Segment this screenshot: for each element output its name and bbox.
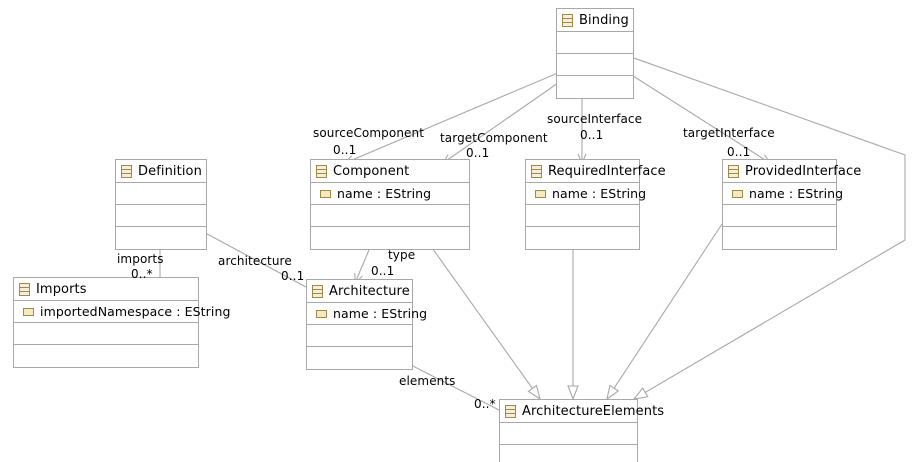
class-extra-compartment <box>116 227 206 249</box>
eattribute-icon <box>320 189 331 198</box>
eclass-icon <box>19 282 30 296</box>
edge-targetInterface <box>618 66 772 164</box>
class-extra-compartment <box>526 227 639 249</box>
attribute-label: name : EString <box>333 306 428 321</box>
class-operations-compartment <box>311 205 469 227</box>
class-attributes-compartment <box>557 32 633 54</box>
class-attributes-compartment <box>116 183 206 205</box>
edge-generalization-binding <box>632 57 906 400</box>
class-operations-compartment <box>500 445 637 462</box>
edge-role-label-imports: imports <box>117 252 164 266</box>
edge-generalization-component <box>414 223 541 401</box>
class-operations-compartment <box>116 205 206 227</box>
edge-multiplicity-architecture: 0..1 <box>281 269 305 283</box>
edge-multiplicity-imports: 0..* <box>131 267 153 281</box>
class-title-row: Component <box>311 160 469 183</box>
eclass-icon <box>562 13 573 27</box>
eclass-icon <box>531 164 542 178</box>
edge-role-label-type: type <box>388 248 416 262</box>
edge-multiplicity-type: 0..1 <box>371 264 395 278</box>
edge-multiplicity-sourceInterface: 0..1 <box>580 128 604 142</box>
class-node-component[interactable]: Component name : EString <box>310 159 470 250</box>
eclass-icon <box>505 404 516 418</box>
class-node-providedinterface[interactable]: ProvidedInterface name : EString <box>722 159 861 250</box>
class-title-row: ArchitectureElements <box>500 400 664 423</box>
eclass-icon <box>121 164 132 178</box>
edge-role-label-architecture: architecture <box>218 254 292 268</box>
edge-sourceComponent <box>343 66 573 164</box>
edge-role-label-targetComponent: targetComponent <box>440 131 548 145</box>
class-node-requiredinterface[interactable]: RequiredInterface name : EString <box>525 159 666 250</box>
edge-role-label-elements: elements <box>399 374 456 388</box>
class-attribute-row[interactable]: importedNamespace : EString <box>14 301 230 323</box>
class-name: Architecture <box>329 283 410 299</box>
class-title-row: Architecture <box>307 280 412 303</box>
class-name: Component <box>333 163 410 179</box>
eattribute-icon <box>316 309 327 318</box>
class-node-imports[interactable]: Imports importedNamespace : EString <box>13 277 230 368</box>
class-title-row: Binding <box>557 9 633 32</box>
eattribute-icon <box>535 189 546 198</box>
edge-multiplicity-elements: 0..* <box>474 397 496 411</box>
edge-generalization-providedinterface <box>606 223 723 401</box>
class-node-definition[interactable]: Definition <box>115 159 207 250</box>
class-attribute-row[interactable]: name : EString <box>307 303 427 325</box>
class-title-row: Definition <box>116 160 206 183</box>
class-operations-compartment <box>526 205 639 227</box>
class-name: ArchitectureElements <box>522 403 665 419</box>
edge-role-label-sourceComponent: sourceComponent <box>313 126 425 140</box>
class-name: Binding <box>579 12 629 28</box>
class-name: Imports <box>36 281 87 297</box>
edge-role-label-targetInterface: targetInterface <box>683 126 775 140</box>
class-extra-compartment <box>307 347 412 369</box>
class-node-architectureelements[interactable]: ArchitectureElements <box>499 399 664 462</box>
class-attribute-row[interactable]: name : EString <box>311 183 469 205</box>
class-extra-compartment <box>14 345 198 367</box>
edge-multiplicity-targetComponent: 0..1 <box>466 146 490 160</box>
class-title-row: Imports <box>14 278 198 301</box>
class-title-row: ProvidedInterface <box>723 160 861 183</box>
eclass-icon <box>312 284 323 298</box>
class-node-architecture[interactable]: Architecture name : EString <box>306 279 427 370</box>
class-operations-compartment <box>557 54 633 76</box>
class-operations-compartment <box>723 205 836 227</box>
class-attributes-compartment <box>500 423 637 445</box>
class-extra-compartment <box>723 227 836 249</box>
class-attribute-row[interactable]: name : EString <box>723 183 843 205</box>
class-operations-compartment <box>307 325 412 347</box>
eclass-icon <box>316 164 327 178</box>
class-extra-compartment <box>311 227 469 249</box>
class-name: RequiredInterface <box>548 163 666 179</box>
eattribute-icon <box>23 307 34 316</box>
class-name: ProvidedInterface <box>745 163 862 179</box>
class-node-binding[interactable]: Binding <box>556 8 634 99</box>
edge-multiplicity-sourceComponent: 0..1 <box>333 143 357 157</box>
attribute-label: name : EString <box>337 186 432 201</box>
class-extra-compartment <box>557 76 633 98</box>
attribute-label: name : EString <box>749 186 844 201</box>
attribute-label: name : EString <box>552 186 647 201</box>
class-attribute-row[interactable]: name : EString <box>526 183 646 205</box>
edge-multiplicity-targetInterface: 0..1 <box>727 145 751 159</box>
class-operations-compartment <box>14 323 198 345</box>
edge-role-label-sourceInterface: sourceInterface <box>547 112 643 126</box>
eattribute-icon <box>732 189 743 198</box>
class-name: Definition <box>138 163 202 179</box>
attribute-label: importedNamespace : EString <box>40 304 231 319</box>
eclass-icon <box>728 164 739 178</box>
class-title-row: RequiredInterface <box>526 160 666 183</box>
